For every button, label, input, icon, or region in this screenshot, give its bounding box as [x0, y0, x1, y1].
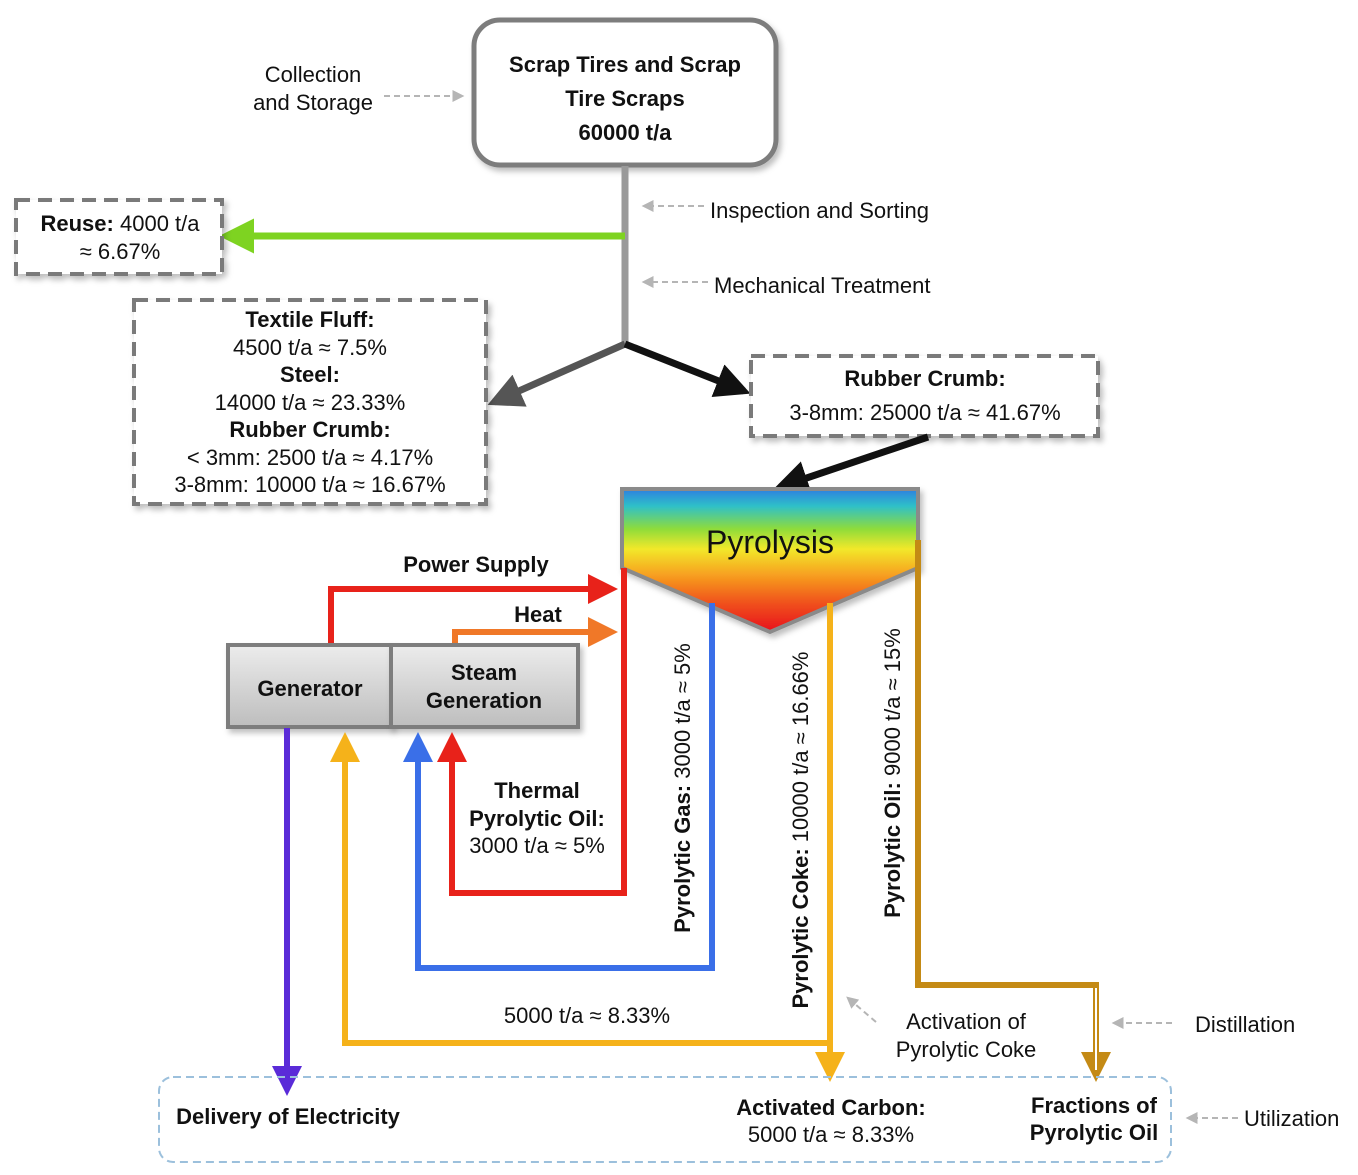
- pyrolytic-coke-value: 10000 t/a ≈ 16.66%: [788, 652, 813, 843]
- reuse-box: [14, 198, 224, 276]
- textile-fluff-value: 4500 t/a ≈ 7.5%: [233, 335, 387, 360]
- power-supply-label: Power Supply: [403, 552, 549, 577]
- rubber-crumb-large: 3-8mm: 10000 t/a ≈ 16.67%: [174, 472, 445, 497]
- pyrolytic-gas-value: 3000 t/a ≈ 5%: [670, 643, 695, 779]
- split-arrow-left: [487, 340, 627, 407]
- pyrolytic-coke-text: Pyrolytic Coke: 10000 t/a ≈ 16.66%: [788, 652, 813, 1009]
- steam-generation-box: [389, 643, 580, 729]
- steel-value: 14000 t/a ≈ 23.33%: [215, 390, 406, 415]
- textile-fluff-label: Textile Fluff:: [245, 307, 374, 332]
- electricity-output-label: Delivery of Electricity: [176, 1104, 401, 1129]
- fractions-label-line1: Fractions of: [1031, 1093, 1158, 1118]
- pyrolytic-oil-line: [915, 540, 1111, 1082]
- mechanical-label: Mechanical Treatment: [714, 273, 930, 298]
- reuse-amount: Reuse: 4000 t/a: [41, 211, 201, 236]
- rubber-crumb-left-label: Rubber Crumb:: [229, 417, 390, 442]
- activated-carbon-label: Activated Carbon:: [736, 1095, 925, 1120]
- pyrolysis-label: Pyrolysis: [706, 524, 834, 560]
- thermal-oil-line3: 3000 t/a ≈ 5%: [469, 833, 605, 858]
- pyrolytic-gas-label: Pyrolytic Gas:: [670, 785, 695, 933]
- utilization-label: Utilization: [1244, 1106, 1339, 1131]
- source-box: [471, 17, 779, 168]
- coke-return-line: [330, 732, 830, 1046]
- left-fractions-box: [132, 298, 488, 506]
- split-arrow-right: [623, 340, 751, 397]
- thermal-oil-line: [437, 568, 627, 896]
- steel-label: Steel:: [280, 362, 340, 387]
- reuse-percent: ≈ 6.67%: [80, 239, 161, 264]
- generator-label: Generator: [257, 676, 363, 701]
- pyrolytic-gas-text: Pyrolytic Gas: 3000 t/a ≈ 5%: [670, 643, 695, 933]
- fractions-label-line2: Pyrolytic Oil: [1030, 1120, 1158, 1145]
- pyrolytic-oil-text: Pyrolytic Oil: 9000 t/a ≈ 15%: [880, 628, 905, 918]
- rubber-crumb-small: < 3mm: 2500 t/a ≈ 4.17%: [187, 445, 433, 470]
- source-amount: 60000 t/a: [579, 120, 673, 145]
- pyrolysis-reactor: [620, 487, 920, 635]
- steam-label-line2: Generation: [426, 688, 542, 713]
- inspection-label: Inspection and Sorting: [710, 198, 929, 223]
- thermal-oil-line1: Thermal: [494, 778, 580, 803]
- crumb-to-pyrolysis-arrow: [773, 433, 930, 495]
- heat-line: [452, 617, 618, 647]
- rubber-crumb-box: [749, 354, 1100, 438]
- rubber-crumb-right-value: 3-8mm: 25000 t/a ≈ 41.67%: [789, 400, 1060, 425]
- activated-carbon-value: 5000 t/a ≈ 8.33%: [748, 1122, 914, 1147]
- thermal-oil-line2: Pyrolytic Oil:: [469, 806, 605, 831]
- reuse-value: 4000 t/a: [120, 211, 200, 236]
- pyrolytic-gas-line: [403, 603, 715, 971]
- source-title-line1: Scrap Tires and Scrap: [509, 52, 741, 77]
- heat-label: Heat: [514, 602, 562, 627]
- activation-label-line2: Pyrolytic Coke: [896, 1037, 1037, 1062]
- reuse-label: Reuse:: [41, 211, 114, 236]
- pyrolytic-oil-value: 9000 t/a ≈ 15%: [880, 628, 905, 776]
- coke-return-label: 5000 t/a ≈ 8.33%: [504, 1003, 670, 1028]
- rubber-crumb-right-label: Rubber Crumb:: [844, 366, 1005, 391]
- utilization-region: [158, 1076, 1172, 1163]
- pyrolytic-coke-label: Pyrolytic Coke:: [788, 848, 813, 1008]
- power-supply-line: [328, 574, 618, 645]
- pyrolytic-oil-label: Pyrolytic Oil:: [880, 782, 905, 918]
- steam-label-line1: Steam: [451, 660, 517, 685]
- activation-arrow: [846, 996, 877, 1023]
- collection-label-line2: and Storage: [253, 90, 373, 115]
- activation-label-line1: Activation of: [906, 1009, 1027, 1034]
- collection-label-line1: Collection: [265, 62, 362, 87]
- distillation-label: Distillation: [1195, 1012, 1295, 1037]
- source-title-line2: Tire Scraps: [565, 86, 684, 111]
- generator-box: [226, 643, 393, 729]
